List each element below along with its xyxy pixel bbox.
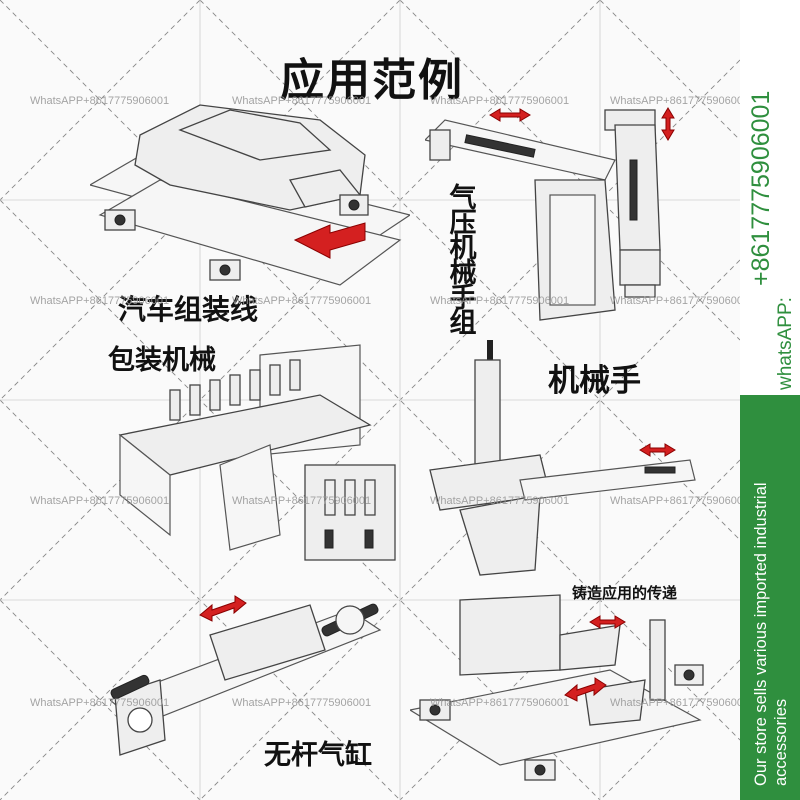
watermark: WhatsAPP+8617775906001: [232, 95, 372, 107]
watermark: WhatsAPP+8617775906001: [30, 495, 170, 507]
watermark: WhatsAPP+8617775906001: [232, 295, 372, 307]
watermark: WhatsAPP+8617775906001: [30, 95, 170, 107]
casting-transfer-illustration: [410, 594, 704, 781]
contact-sidebar: [740, 0, 800, 800]
watermark: WhatsAPP+8617775906001: [430, 495, 570, 507]
watermark: WhatsAPP+8617775906001: [232, 697, 372, 709]
rodless-cylinder-illustration: [110, 595, 382, 756]
sidebar-green-panel: [740, 395, 800, 800]
watermark: WhatsAPP+8617775906001: [610, 495, 740, 507]
watermark: WhatsAPP+8617775906001: [610, 697, 740, 709]
store-text-line1: Our store sells various imported industr…: [752, 482, 770, 786]
whatsapp-label: whatsAPP:: [775, 297, 796, 390]
watermark: WhatsAPP+8617775906001: [232, 495, 372, 507]
watermark: WhatsAPP+8617775906001: [430, 95, 570, 107]
label-packaging: 包装机械: [108, 345, 216, 376]
packaging-illustration: [118, 344, 396, 561]
label-rodless-cylinder: 无杆气缸: [264, 740, 372, 771]
label-char: 机: [449, 233, 477, 264]
page-title: 应用范例: [280, 55, 464, 106]
label-casting-transfer: 铸造应用的传递: [572, 584, 678, 602]
label-char: 械: [449, 258, 477, 289]
watermark: WhatsAPP+8617775906001: [430, 295, 570, 307]
whatsapp-number: +8617775906001: [747, 90, 775, 286]
label-pneumatic-manipulator: 气 压 机 械 手 组: [446, 183, 480, 339]
watermark: WhatsAPP+8617775906001: [610, 95, 740, 107]
robot-arm-illustration: [429, 340, 696, 576]
label-char: 压: [449, 208, 477, 239]
watermark: WhatsAPP+8617775906001: [430, 697, 570, 709]
label-char: 气: [449, 183, 477, 214]
pneumatic-manipulator-illustration: [425, 107, 675, 321]
sidebar-top-panel: [740, 0, 800, 395]
watermark: WhatsAPP+8617775906001: [30, 295, 170, 307]
label-char: 组: [449, 308, 477, 339]
label-car-assembly: 汽车组装线: [118, 293, 259, 326]
illustration-canvas: 应用范例 汽车组装线 包装机械 机械手 无杆气缸 铸造应用的传递 气 压 机 械…: [0, 0, 740, 800]
store-text-line2: accessories: [772, 698, 790, 786]
label-robot-arm: 机械手: [548, 363, 641, 399]
watermark: WhatsAPP+8617775906001: [610, 295, 740, 307]
car-assembly-illustration: [90, 104, 410, 286]
watermark: WhatsAPP+8617775906001: [30, 697, 170, 709]
label-char: 手: [449, 283, 477, 314]
